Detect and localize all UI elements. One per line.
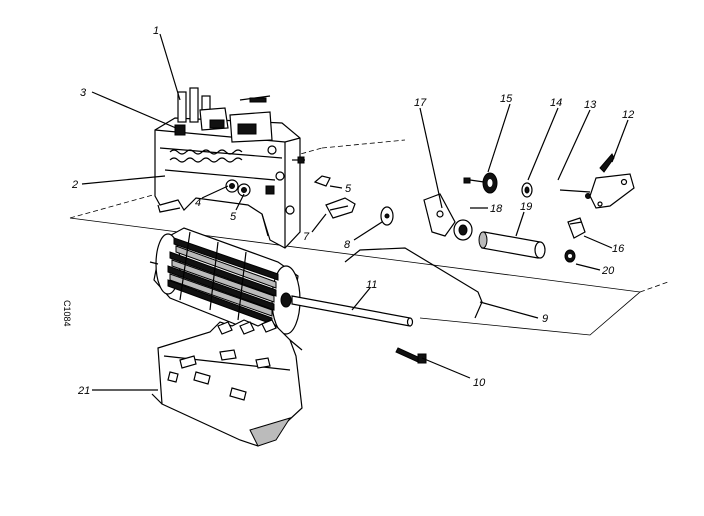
callout-3: 3: [80, 87, 87, 99]
lever-part-12: [589, 153, 635, 209]
callout-9: 9: [542, 313, 548, 325]
tube-part-19: [478, 231, 546, 259]
callout-10: 10: [473, 377, 486, 389]
callout-17: 17: [414, 97, 427, 109]
clip-part-16: [567, 217, 586, 239]
screw-part-10: [395, 347, 427, 364]
bracket-part-17: [423, 193, 456, 237]
callout-11: 11: [366, 279, 377, 291]
pulley-part-15: [463, 172, 498, 194]
spring-part-13: [559, 189, 591, 199]
callout-4: 4: [195, 197, 201, 209]
callout-12: 12: [622, 109, 634, 121]
leader-lines: [81, 33, 629, 391]
callout-20: 20: [601, 265, 615, 277]
callout-14: 14: [550, 97, 562, 109]
callout-7: 7: [303, 231, 310, 243]
callout-5-housing: 5: [230, 211, 237, 223]
callout-labels: 1 3 2 4 5 5 7 8 9 10 11 12 13 14 15 16 1…: [71, 25, 634, 397]
callout-8: 8: [344, 239, 351, 251]
grommet-part-18: [453, 219, 473, 241]
clip-part: [313, 175, 331, 187]
callout-2: 2: [71, 179, 78, 191]
bracket-part-7: [325, 197, 356, 219]
callout-5-clip: 5: [345, 183, 352, 195]
fan-rotor: [149, 227, 301, 339]
callout-13: 13: [584, 99, 597, 111]
drawing-code: C1084: [62, 300, 72, 327]
nut-part-20: [564, 249, 576, 263]
callout-21: 21: [77, 385, 90, 397]
base-plate-part-21: [151, 319, 303, 447]
callout-15: 15: [500, 93, 513, 105]
wire-part-9: [344, 247, 483, 319]
callout-19: 19: [520, 201, 532, 213]
washer-part-14: [521, 182, 533, 198]
motor-bracket-housing: [154, 87, 305, 249]
shaft-part-11: [291, 295, 414, 327]
callout-1: 1: [153, 25, 159, 37]
washer-part-8: [380, 206, 394, 226]
callout-16: 16: [612, 243, 625, 255]
callout-18: 18: [490, 203, 503, 215]
